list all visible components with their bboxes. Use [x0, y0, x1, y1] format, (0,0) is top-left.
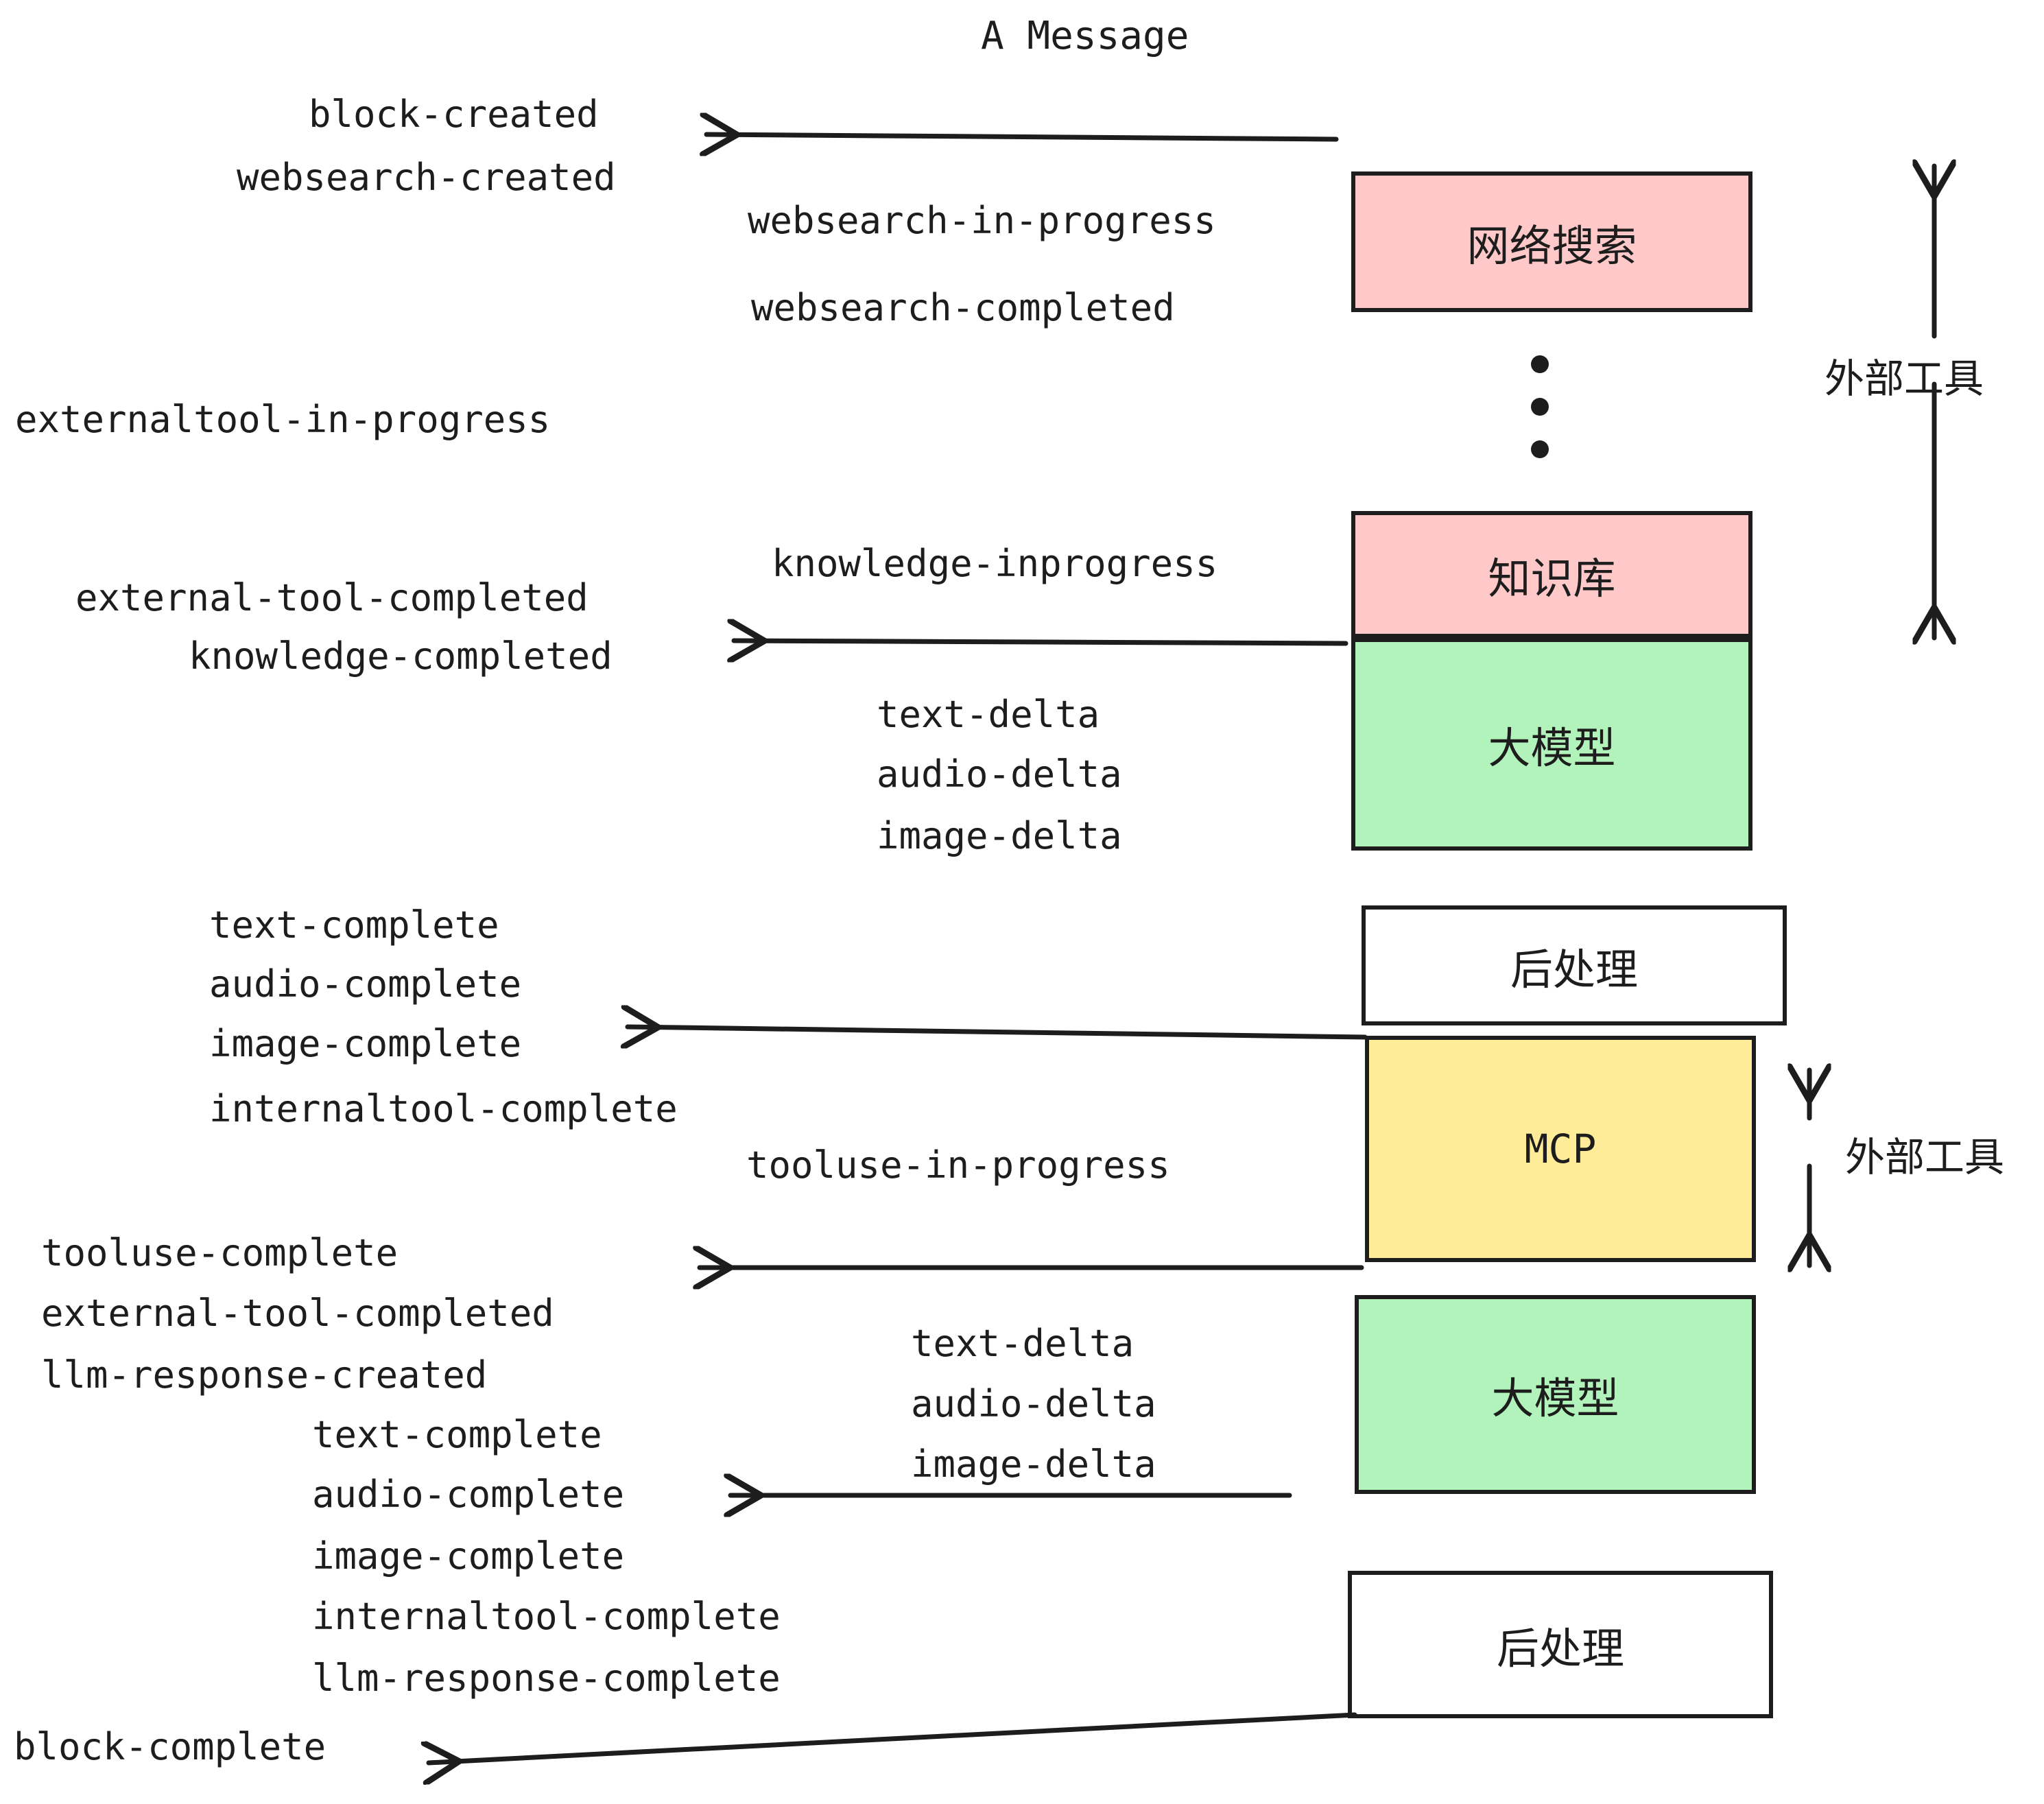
- arrow-postprocess-to-block-complete: [429, 1712, 1357, 1763]
- event-knowledge-completed: knowledge-completed: [189, 634, 613, 678]
- event-text-complete-2: text-complete: [312, 1413, 602, 1456]
- node-llm-2-label: 大模型: [1491, 1373, 1619, 1423]
- arrow-knowledge-completed: [734, 641, 1348, 643]
- node-mcp-label: MCP: [1524, 1126, 1597, 1172]
- event-block-complete: block-complete: [14, 1725, 326, 1768]
- event-image-complete-1: image-complete: [209, 1022, 522, 1065]
- vertical-ellipsis-icon: [1531, 343, 1549, 471]
- node-llm-1-label: 大模型: [1488, 723, 1616, 773]
- node-postprocess-1-label: 后处理: [1510, 944, 1638, 995]
- node-websearch-label: 网络搜索: [1466, 220, 1637, 271]
- event-text-complete-1: text-complete: [209, 903, 499, 947]
- event-externaltool-in-progress: externaltool-in-progress: [15, 398, 551, 441]
- event-text-delta-2: text-delta: [911, 1322, 1134, 1365]
- event-internaltool-complete-1: internaltool-complete: [209, 1087, 678, 1130]
- node-knowledgebase-label: 知识库: [1488, 553, 1616, 604]
- event-audio-delta-2: audio-delta: [911, 1382, 1156, 1425]
- event-websearch-completed: websearch-completed: [751, 286, 1175, 329]
- event-internaltool-complete-2: internaltool-complete: [312, 1595, 781, 1638]
- side-label-external-tools-top: 外部工具: [1825, 355, 1984, 402]
- node-websearch[interactable]: 网络搜索: [1351, 171, 1752, 312]
- node-postprocess-2-label: 后处理: [1496, 1623, 1624, 1674]
- node-knowledgebase[interactable]: 知识库: [1351, 511, 1752, 638]
- page-title: A Message: [981, 14, 1189, 58]
- arrow-mcp-to-image-complete: [628, 1027, 1368, 1037]
- node-postprocess-2[interactable]: 后处理: [1348, 1571, 1773, 1718]
- event-knowledge-inprogress: knowledge-inprogress: [772, 542, 1218, 585]
- event-audio-delta-1: audio-delta: [877, 752, 1122, 796]
- node-llm-2[interactable]: 大模型: [1355, 1295, 1756, 1494]
- event-block-created: block-created: [309, 93, 599, 136]
- node-llm-1[interactable]: 大模型: [1351, 638, 1752, 851]
- event-websearch-created: websearch-created: [237, 156, 616, 199]
- arrow-websearch-to-block-created: [706, 134, 1339, 139]
- event-llm-response-created: llm-response-created: [41, 1353, 488, 1397]
- event-image-delta-2: image-delta: [911, 1443, 1156, 1486]
- event-tooluse-complete: tooluse-complete: [41, 1231, 399, 1274]
- event-tooluse-in-progress: tooluse-in-progress: [746, 1143, 1170, 1187]
- event-audio-complete-2: audio-complete: [312, 1473, 625, 1516]
- side-label-external-tools-bottom: 外部工具: [1845, 1134, 2005, 1180]
- event-external-tool-completed-1: external-tool-completed: [75, 576, 589, 619]
- event-llm-response-complete: llm-response-complete: [312, 1657, 781, 1700]
- event-websearch-in-progress: websearch-in-progress: [748, 199, 1216, 242]
- event-external-tool-completed-2: external-tool-completed: [41, 1292, 554, 1335]
- event-audio-complete-1: audio-complete: [209, 962, 522, 1006]
- event-image-delta-1: image-delta: [877, 814, 1122, 857]
- node-postprocess-1[interactable]: 后处理: [1362, 905, 1787, 1025]
- event-image-complete-2: image-complete: [312, 1534, 625, 1578]
- node-mcp[interactable]: MCP: [1365, 1036, 1756, 1262]
- event-text-delta-1: text-delta: [877, 693, 1100, 736]
